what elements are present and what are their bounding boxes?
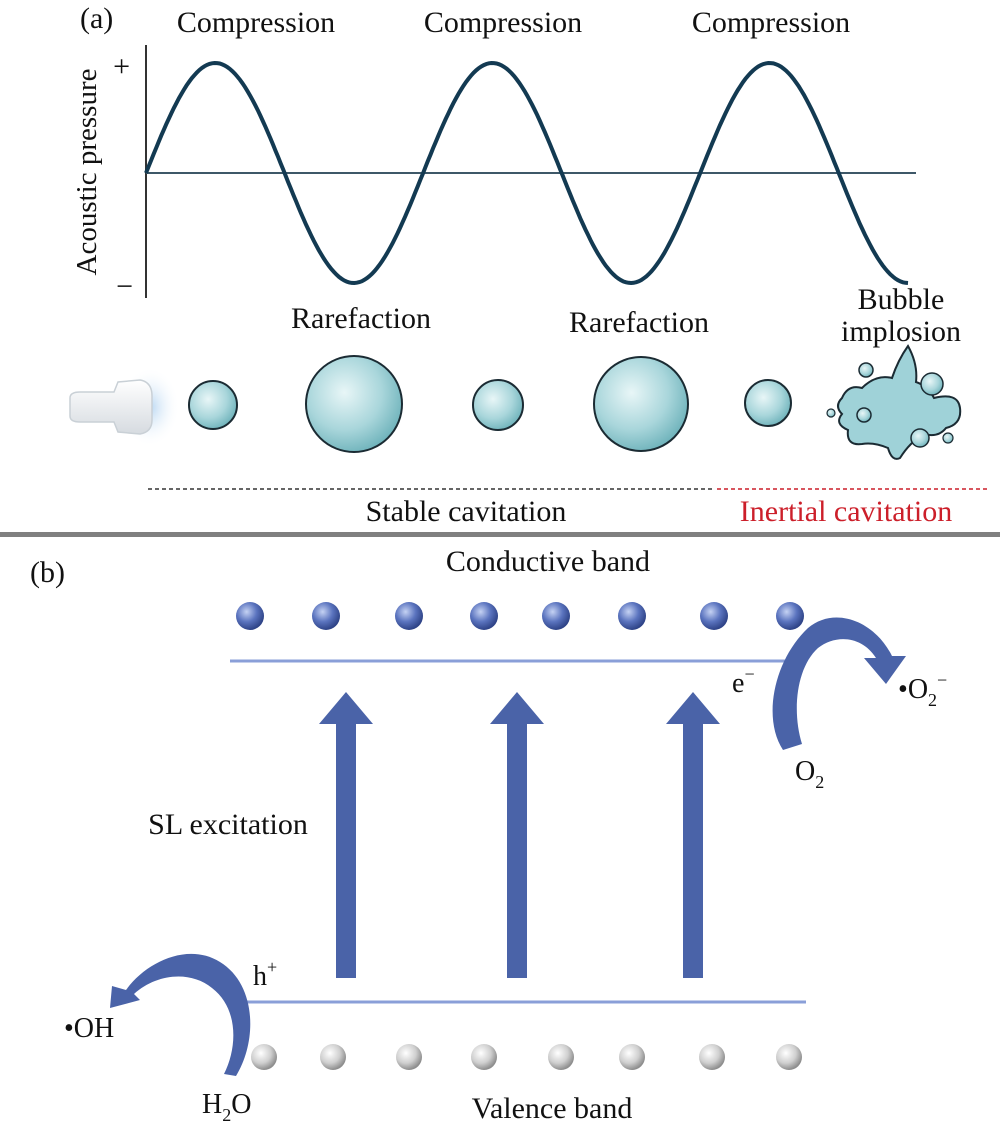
hole (548, 1044, 574, 1070)
rarefaction-label-2: Rarefaction (569, 306, 709, 339)
compression-label-1: Compression (177, 6, 335, 39)
reduction-curved-arrow (772, 617, 906, 750)
y-axis-title: Acoustic pressure (71, 69, 103, 276)
hole (320, 1044, 346, 1070)
panel-a-label: (a) (80, 2, 113, 35)
acoustic-wave (144, 60, 909, 286)
electron (618, 602, 646, 630)
hole (396, 1044, 422, 1070)
compression-label-2: Compression (424, 6, 582, 39)
compression-label-3: Compression (692, 6, 850, 39)
excitation-arrow-1 (319, 692, 373, 978)
panel-a: (a) + − Acoustic pressure Compression Co… (69, 2, 990, 528)
bubble-large-2 (593, 356, 689, 452)
bubble-implosion-label-line2: implosion (841, 315, 961, 348)
panel-b-label: (b) (30, 556, 65, 589)
bubble-implosion-label-line1: Bubble (858, 283, 945, 316)
bubble-small-1 (188, 380, 238, 430)
ultrasound-probe-icon (69, 367, 180, 447)
valence-holes (251, 1044, 802, 1070)
oxygen-label: O2 (795, 756, 824, 792)
valence-band-label: Valence band (472, 1092, 633, 1125)
electron (776, 602, 804, 630)
excitation-arrow-2 (490, 692, 544, 978)
oxidation-curved-arrow (110, 953, 251, 1076)
rarefaction-label-1: Rarefaction (291, 302, 431, 335)
bubble-large-1 (305, 355, 403, 453)
hole (251, 1044, 277, 1070)
imploding-bubble (826, 344, 962, 460)
y-axis-minus-label: − (116, 270, 133, 303)
excitation-arrow-3 (666, 692, 720, 978)
inertial-cavitation-label: Inertial cavitation (740, 495, 952, 528)
hole (776, 1044, 802, 1070)
electron (312, 602, 340, 630)
electron (236, 602, 264, 630)
electron (470, 602, 498, 630)
bubble-small-2 (472, 379, 524, 431)
hole (699, 1044, 725, 1070)
conductive-band-label: Conductive band (446, 545, 650, 578)
electron (700, 602, 728, 630)
conduction-electrons (236, 602, 804, 630)
hydroxyl-label: •OH (64, 1013, 114, 1044)
panel-b: (b) Conductive band SL excitation e− O2 … (30, 545, 947, 1125)
electron (395, 602, 423, 630)
panel-divider (0, 532, 1000, 537)
excitation-arrows (319, 692, 720, 978)
hole-symbol: h+ (253, 957, 277, 992)
electron (542, 602, 570, 630)
electron-symbol: e− (732, 664, 755, 699)
bubble-small-3 (744, 379, 792, 427)
y-axis-plus-label: + (113, 50, 130, 83)
water-label: H2O (202, 1089, 251, 1125)
superoxide-label: •O2− (898, 670, 947, 710)
hole (471, 1044, 497, 1070)
stable-cavitation-label: Stable cavitation (366, 495, 567, 528)
hole (619, 1044, 645, 1070)
sl-excitation-label: SL excitation (148, 808, 308, 841)
